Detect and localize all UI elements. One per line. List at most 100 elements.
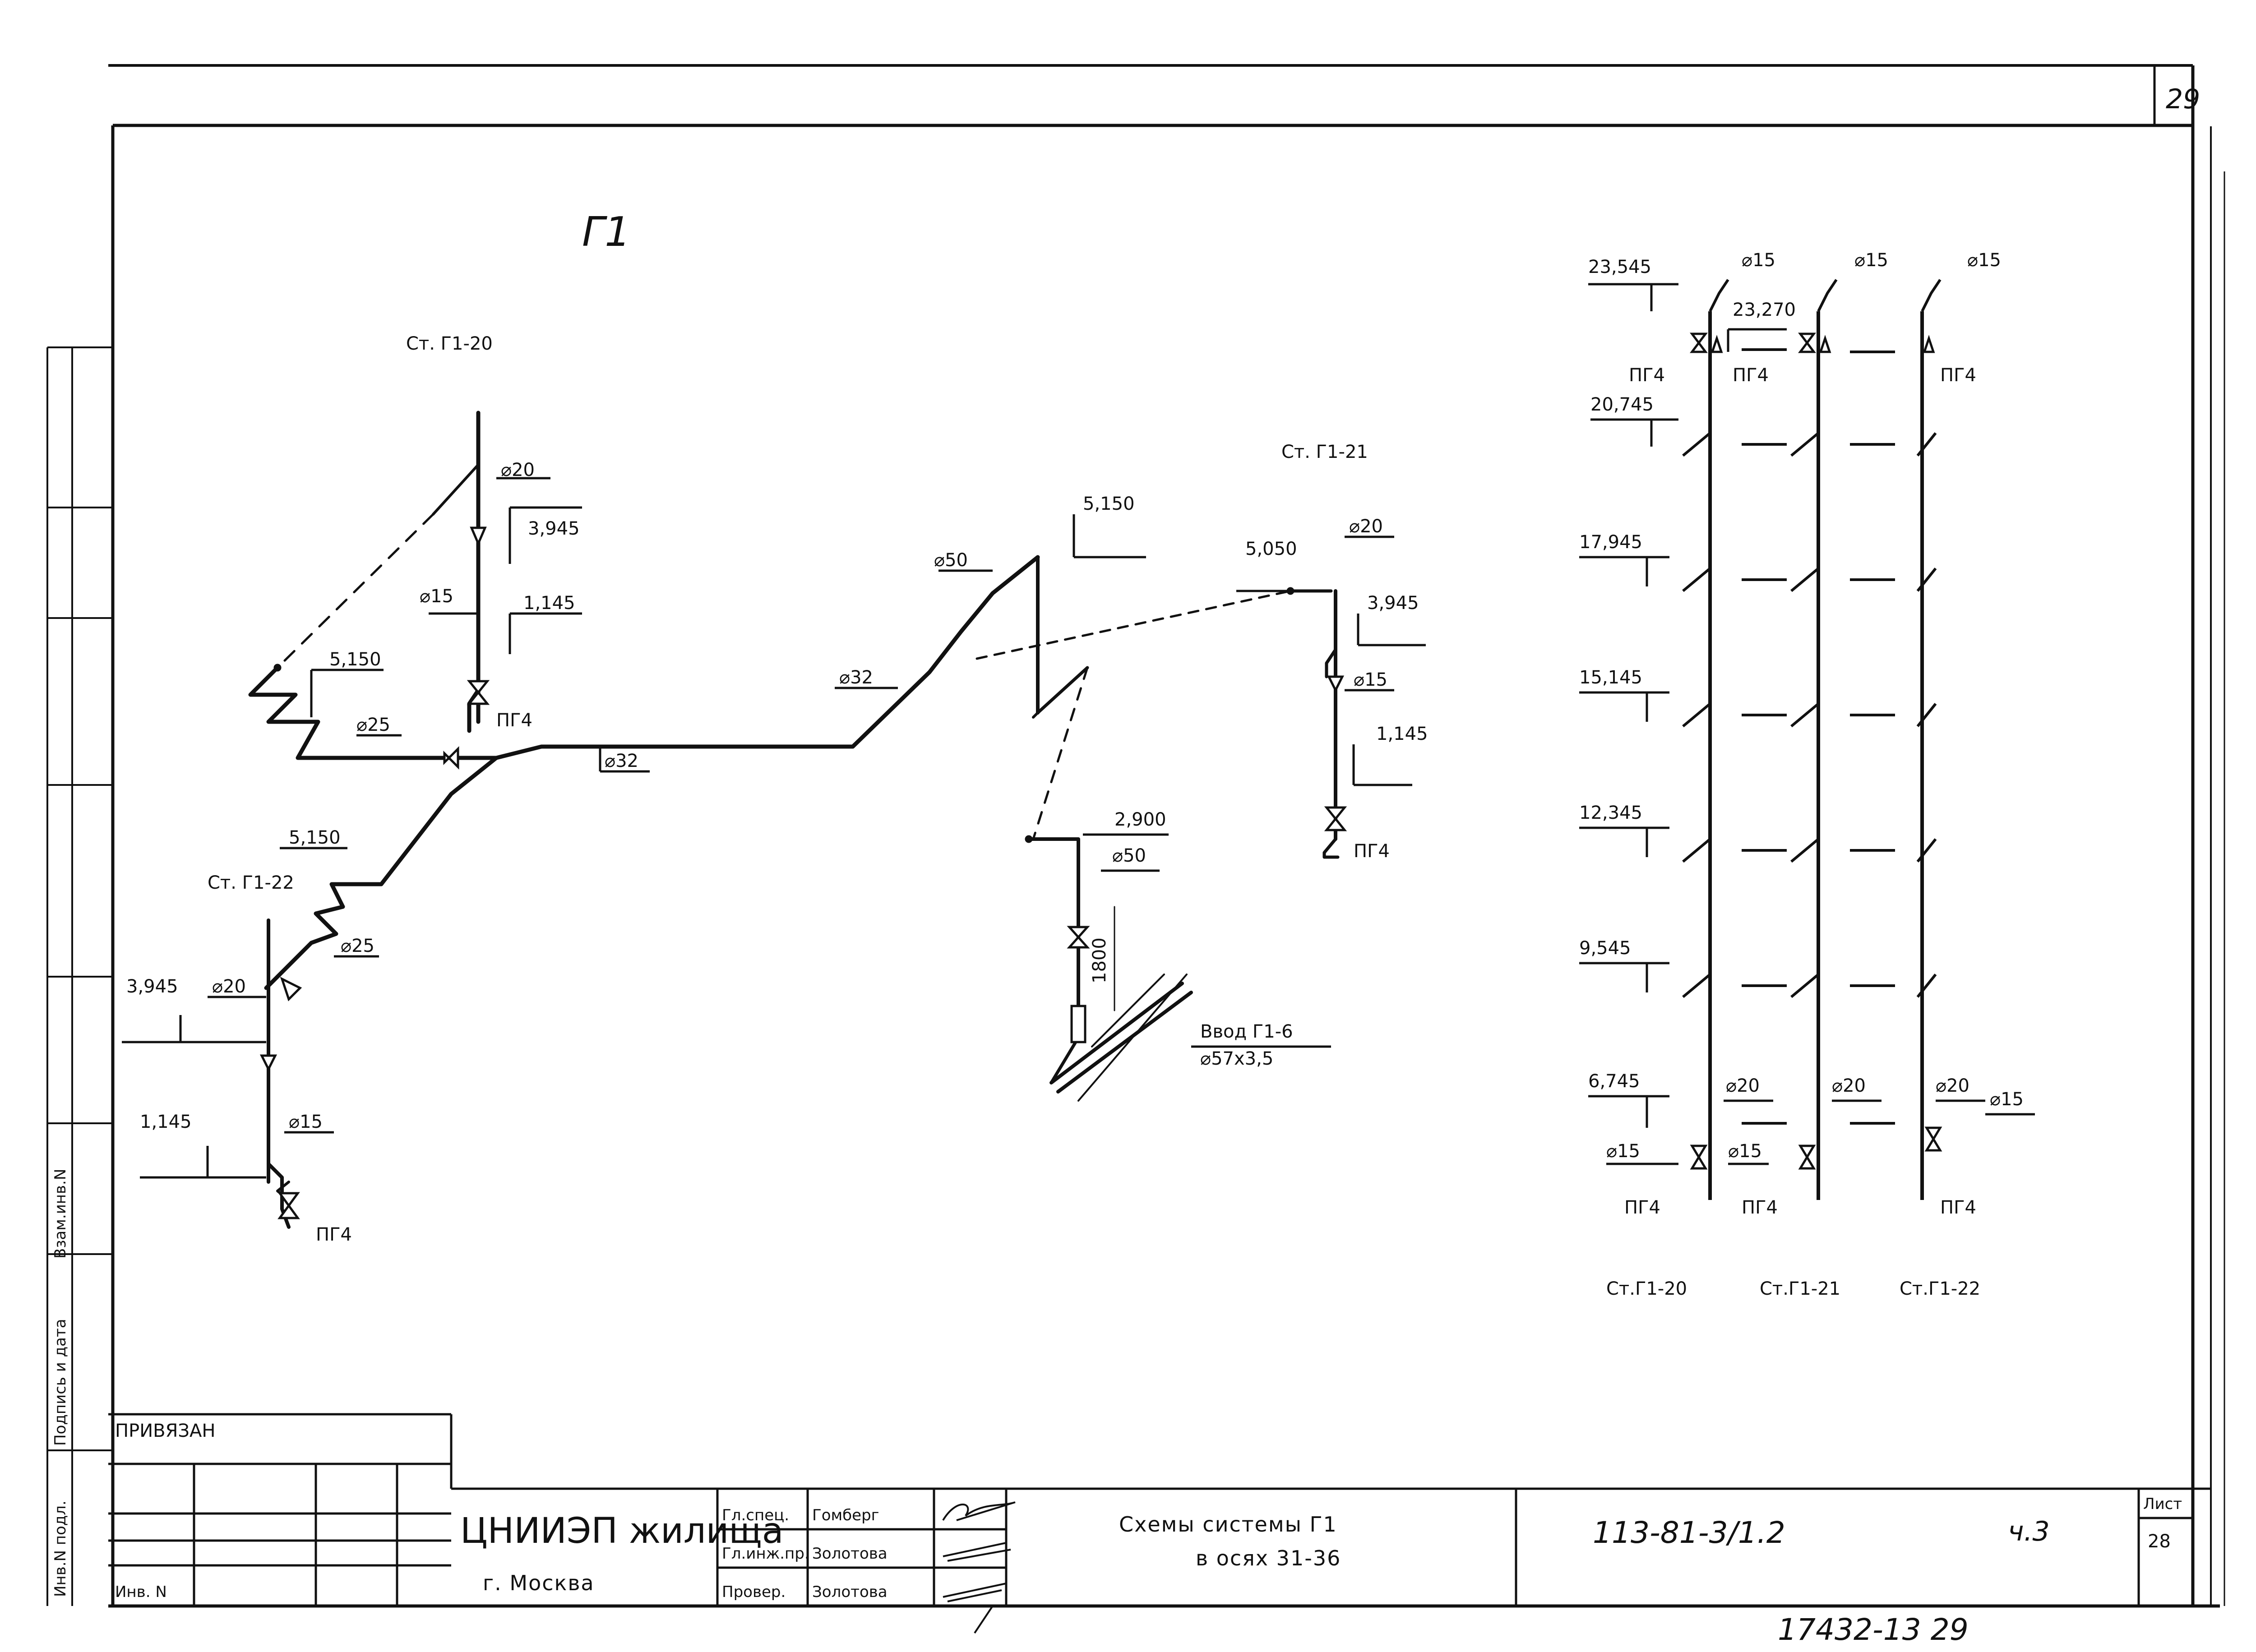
label-d15-t3: ⌀15: [1967, 250, 2001, 271]
label-d32-b: ⌀32: [839, 667, 873, 688]
elev-15145: 15,145: [1579, 667, 1642, 688]
label-pg4-b3: ПГ4: [1940, 1197, 1976, 1218]
flow-arrow-icon: [1819, 335, 1831, 353]
label-d32-a: ⌀32: [605, 751, 638, 771]
valve-icon: [1690, 1144, 1708, 1170]
label-d15-t2: ⌀15: [1854, 250, 1888, 271]
label-pg4-b1: ПГ4: [1624, 1197, 1660, 1218]
label-d15-b1: ⌀15: [1606, 1141, 1640, 1162]
vertical-fittings: [1690, 332, 1942, 1170]
elev-17945: 17,945: [1579, 532, 1642, 553]
system-title: Г1: [582, 208, 630, 256]
label-z5050: 5,050: [1245, 539, 1297, 559]
label-dim1800: 1800: [1089, 937, 1110, 983]
label-d20-b2: ⌀20: [1832, 1075, 1866, 1096]
role-prover: Провер.: [722, 1583, 786, 1601]
label-d25-b: ⌀25: [341, 936, 374, 956]
list-label: Лист: [2143, 1495, 2182, 1513]
label-pg4-t2: ПГ4: [1733, 365, 1769, 386]
elev-20745: 20,745: [1590, 394, 1654, 415]
elev-9545: 9,545: [1579, 938, 1631, 959]
label-d15-a: ⌀15: [420, 586, 453, 607]
elev-6745: 6,745: [1588, 1071, 1640, 1092]
valve-icon: [1924, 1126, 1942, 1152]
flow-arrow-icon: [1923, 335, 1935, 353]
valve-icon: [277, 1192, 300, 1219]
flow-arrow-icon: [1327, 675, 1345, 693]
flow-arrow-icon: [470, 526, 487, 547]
label-d20-c: ⌀20: [212, 976, 246, 997]
label-z23270: 23,270: [1733, 300, 1796, 320]
title-block: [108, 1413, 2211, 1606]
iso-labels: Ст. Г1-20 Ст. Г1-21 Ст. Г1-22 ⌀20 3,945 …: [126, 333, 1428, 1245]
label-d20-b3: ⌀20: [1936, 1075, 1969, 1096]
signatures: [942, 1501, 1016, 1634]
label-inlet-size: ⌀57x3,5: [1200, 1048, 1273, 1069]
label-d15-b2: ⌀15: [1728, 1141, 1762, 1162]
label-z1145-a: 1,145: [523, 593, 575, 614]
privyazan-label: ПРИВЯЗАН: [115, 1421, 215, 1441]
label-pg4-t1: ПГ4: [1629, 365, 1665, 386]
side-stamp: [46, 346, 113, 1606]
elev-12345: 12,345: [1579, 803, 1642, 823]
label-z3945-a: 3,945: [528, 518, 580, 539]
isometric-piping: [248, 411, 1340, 1229]
label-d20-b: ⌀20: [1349, 516, 1383, 537]
sheet-frame: [108, 64, 2225, 1608]
drawing-part: ч.3: [2008, 1516, 2050, 1547]
label-z2900: 2,900: [1114, 809, 1166, 830]
inv-label: Инв. N: [115, 1583, 167, 1601]
label-z5150-a: 5,150: [329, 649, 381, 670]
riser-22-title: Ст. Г1-22: [208, 872, 294, 893]
valve-icon: [1067, 926, 1090, 949]
label-d50-a: ⌀50: [934, 550, 968, 571]
riser-caption-20: Ст.Г1-20: [1606, 1278, 1687, 1299]
label-d25-a: ⌀25: [356, 715, 390, 735]
side-inv-podl-label: Инв.N подл.: [51, 1500, 69, 1597]
valve-icon: [1798, 1144, 1816, 1170]
vertical-labels: 23,545 20,745 17,945 15,145 12,345 9,545…: [1579, 250, 2024, 1299]
side-podpis-label: Подпись и дата: [51, 1319, 69, 1446]
valve-icon: [1690, 332, 1708, 353]
label-d15-c: ⌀15: [289, 1112, 323, 1132]
label-pg4-b: ПГ4: [1354, 841, 1390, 862]
riser-caption-21: Ст.Г1-21: [1760, 1278, 1840, 1299]
label-pg4-b2: ПГ4: [1742, 1197, 1778, 1218]
valve-icon: [1798, 332, 1816, 353]
role-gl-inzh: Гл.инж.пр.: [722, 1545, 809, 1563]
name-zolotova-2: Золотова: [812, 1583, 888, 1601]
org-name: ЦНИИЭП жилища: [460, 1511, 784, 1551]
title-block-texts: ПРИВЯЗАН Инв. N ЦНИИЭП жилища г. Москва …: [115, 1421, 2182, 1601]
role-gl-spec: Гл.спец.: [722, 1506, 789, 1524]
riser-21-title: Ст. Г1-21: [1281, 442, 1368, 462]
meter-icon: [1070, 1005, 1086, 1043]
vertical-scheme: [1708, 279, 1942, 1200]
label-z1145-b: 1,145: [1376, 724, 1428, 744]
label-d50-b: ⌀50: [1112, 845, 1146, 866]
label-z3945-b: 3,945: [1367, 593, 1419, 614]
footer-code: 17432-13 29: [1778, 1612, 1969, 1647]
side-vzam-label: Взам.инв.N: [51, 1169, 69, 1259]
name-gomberg: Гомберг: [812, 1506, 879, 1524]
valve-icon: [1324, 806, 1347, 831]
flow-arrow-icon: [1710, 335, 1723, 353]
label-z5150-b: 5,150: [1083, 494, 1135, 514]
sheet-number-top: 29: [2166, 83, 2200, 115]
riser-20-title: Ст. Г1-20: [406, 333, 493, 354]
label-z1145-c: 1,145: [140, 1112, 192, 1132]
inlet-pipe: [1027, 837, 1080, 1039]
label-d15-b3: ⌀15: [1990, 1089, 2024, 1110]
list-number: 28: [2148, 1531, 2171, 1552]
valve-icon: [443, 746, 459, 770]
vertical-leaders: [1579, 283, 2035, 1165]
iso-leaders: [122, 477, 1426, 1179]
org-city: г. Москва: [483, 1571, 595, 1595]
label-pg4-t3: ПГ4: [1940, 365, 1976, 386]
iso-fittings: [259, 526, 1347, 1219]
sheet-title-line1: Схемы системы Г1: [1119, 1512, 1337, 1537]
label-d15-t1: ⌀15: [1742, 250, 1775, 271]
name-zolotova-1: Золотова: [812, 1545, 888, 1563]
drawing-code: 113-81-3/1.2: [1593, 1515, 1785, 1550]
valve-icon: [467, 680, 490, 705]
